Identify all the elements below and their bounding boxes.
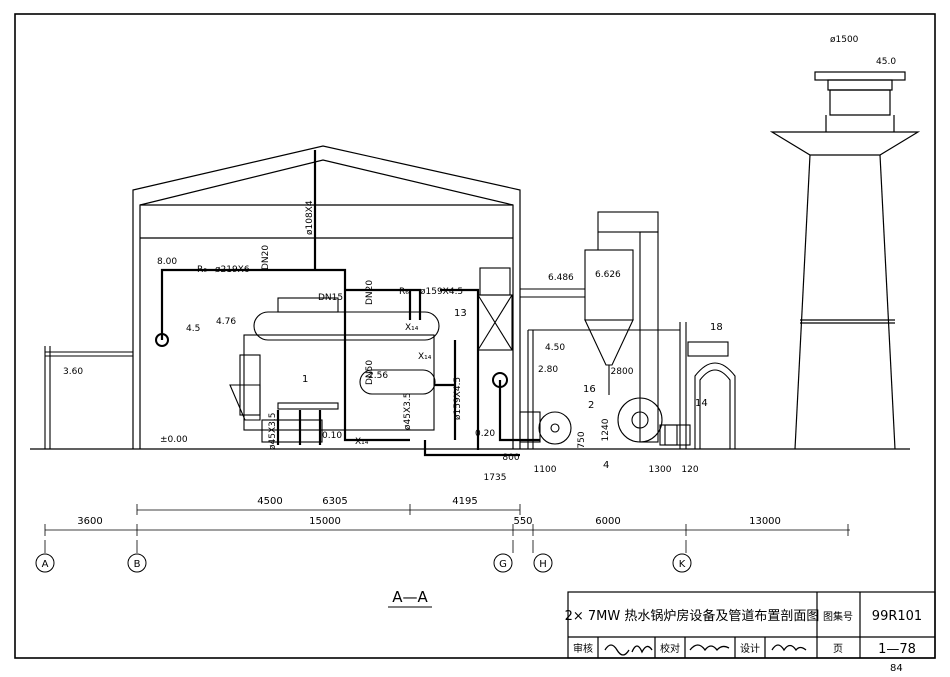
- dim-1240: 1240: [601, 418, 611, 441]
- grid-axes: A B G H K: [35, 553, 692, 573]
- elev-45-0: 45.0: [876, 57, 896, 67]
- pipe-label: R₆: [399, 287, 409, 297]
- pipe-label: ø45X3.5: [403, 393, 413, 430]
- dim-1300: 1300: [649, 465, 672, 475]
- boiler-1: [229, 297, 440, 443]
- elev-0-00: ±0.00: [160, 435, 188, 445]
- dim-13000: 13000: [749, 516, 781, 527]
- elev-0-10: 0.10: [322, 431, 342, 441]
- pipe-elbow-icon: [155, 333, 169, 347]
- pipe-label: X₁₄: [355, 437, 369, 447]
- axis-B: B: [134, 559, 141, 570]
- pipe-label: ø219X6: [215, 265, 250, 275]
- pump-14: [664, 424, 678, 446]
- elev-6-626: 6.626: [595, 270, 621, 280]
- equipment-18: [687, 341, 736, 449]
- pipe-label: X₁₄: [418, 352, 432, 362]
- dim-800: 800: [502, 453, 519, 463]
- sheet-border: [14, 13, 936, 659]
- economizer-13: [477, 267, 585, 351]
- dim-2800: 2800: [611, 367, 634, 377]
- elev-3-60: 3.60: [63, 367, 83, 377]
- callout-13: 13: [454, 308, 467, 319]
- dim-6000: 6000: [595, 516, 620, 527]
- dim-4500: 4500: [257, 496, 282, 507]
- pipe-label: ø159X4.5: [453, 377, 463, 420]
- left-annex: [44, 346, 133, 449]
- sheet-number: 1—78: [878, 642, 916, 657]
- callout-16: 16: [583, 384, 596, 395]
- dim-4195: 4195: [452, 496, 477, 507]
- pipe-network: [160, 150, 540, 457]
- atlas-number: 99R101: [872, 609, 922, 624]
- callout-18: 18: [710, 322, 723, 333]
- pipe-label: DN50: [365, 360, 375, 385]
- elev-4-76: 4.76: [216, 317, 236, 327]
- axis-H: H: [539, 559, 547, 570]
- review-label: 审核: [573, 642, 593, 655]
- pipe-label: ø1500: [830, 35, 859, 45]
- pipe-label: DN20: [365, 280, 375, 305]
- dim-15000: 15000: [309, 516, 341, 527]
- equipment-callouts: 1 2 4 13 14 16 18: [302, 308, 723, 471]
- section-title: A—A: [392, 588, 428, 606]
- elev-6-486: 6.486: [548, 273, 574, 283]
- callout-4: 4: [603, 460, 609, 471]
- pipe-elbow-icon: [492, 372, 508, 388]
- callout-14: 14: [695, 398, 708, 409]
- dim-120: 120: [681, 465, 698, 475]
- atlas-number-label: 图集号: [823, 610, 853, 623]
- elevation-marks: 8.00 4.5 4.76 3.60 ±0.00 0.10 2.56 0.20 …: [63, 57, 896, 445]
- dim-550: 550: [513, 516, 532, 527]
- elev-0-20: 0.20: [475, 429, 495, 439]
- dim-750: 750: [577, 431, 587, 448]
- pipe-label: ø108X4: [305, 200, 315, 235]
- right-annex: [527, 322, 687, 449]
- pipe-label: ø159X4.5: [420, 287, 463, 297]
- callout-2: 2: [588, 400, 594, 411]
- boiler-house-shell: [132, 145, 521, 449]
- drawing-title: 2× 7MW 热水锅炉房设备及管道布置剖面图: [565, 608, 820, 624]
- dim-6305: 6305: [322, 496, 347, 507]
- dimension-labels: 4500 6305 4195 3600 15000 550 6000 13000…: [77, 367, 781, 527]
- pipe-labels: R₆ ø219X6 DN20 DN15 DN20 R₆ ø159X4.5 ø10…: [197, 35, 859, 450]
- pipe-label: X₁₄: [405, 323, 419, 333]
- chimney: [769, 71, 921, 450]
- pipe-label: R₆: [197, 265, 207, 275]
- check-label: 校对: [660, 642, 680, 655]
- dim-1735: 1735: [484, 473, 507, 483]
- dust-collector: [584, 211, 659, 443]
- axis-A: A: [42, 559, 49, 570]
- fan-4: [617, 397, 691, 446]
- pipe-label: DN15: [318, 293, 343, 303]
- callout-1: 1: [302, 374, 308, 385]
- elev-2-80: 2.80: [538, 365, 558, 375]
- elev-8-00: 8.00: [157, 257, 177, 267]
- axis-K: K: [679, 559, 686, 570]
- dim-3600: 3600: [77, 516, 102, 527]
- pipe-label: DN20: [261, 245, 271, 270]
- page-label: 页: [833, 643, 843, 655]
- fan-2: [519, 411, 572, 445]
- pipe-label: ø45X3.5: [268, 413, 278, 450]
- elev-4-5: 4.5: [186, 324, 200, 334]
- design-label: 设计: [740, 642, 760, 655]
- title-block: [567, 591, 936, 659]
- elev-4-50: 4.50: [545, 343, 565, 353]
- elev-2-56: 2.56: [368, 371, 388, 381]
- page-number: 84: [890, 663, 903, 673]
- dim-1100: 1100: [534, 465, 557, 475]
- dimension-lines: [44, 504, 850, 553]
- signature-marks: [604, 644, 807, 656]
- axis-G: G: [499, 559, 507, 570]
